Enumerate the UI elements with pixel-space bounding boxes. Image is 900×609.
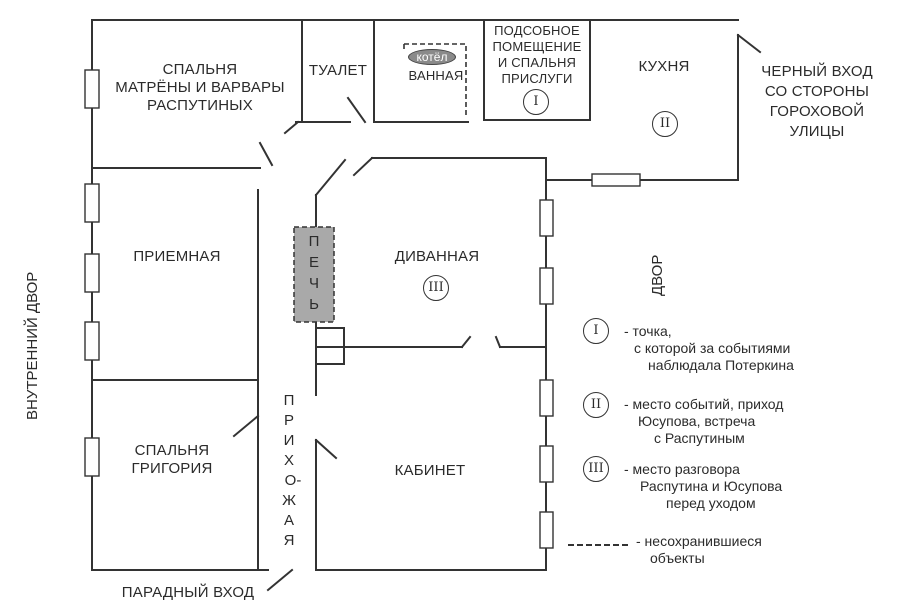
window — [539, 445, 554, 483]
label-line: ПРИСЛУГИ — [501, 71, 573, 86]
window — [539, 379, 554, 417]
legend-text: - точка, с которой за событиями наблюдал… — [624, 323, 794, 374]
legend-text: - несохранившиеся объекты — [636, 533, 762, 567]
window — [539, 267, 554, 305]
label-char: Я — [283, 532, 295, 549]
window — [84, 253, 100, 293]
room-label-sofa-room: ДИВАННАЯ — [394, 248, 480, 265]
label-char: И — [283, 432, 295, 449]
legend-line: Распутина и Юсупова — [640, 478, 783, 494]
window — [84, 437, 100, 477]
label-yard: ДВОР — [649, 254, 666, 296]
window — [539, 511, 554, 549]
wall-sofa-door2 — [460, 335, 472, 349]
legend-marker: II — [583, 392, 609, 418]
stove — [293, 226, 335, 323]
label-line: ЧЕРНЫЙ ВХОД — [761, 63, 873, 80]
room-label-reception: ПРИЕМНАЯ — [133, 248, 221, 265]
label-line: ГОРОХОВОЙ — [769, 103, 865, 120]
label-char: Ч — [309, 275, 319, 292]
wall-hall-door — [314, 438, 338, 460]
wall-sofa-door3 — [494, 335, 502, 349]
wall-toilet-door — [346, 96, 367, 124]
legend-marker: I — [583, 318, 609, 344]
legend-line: объекты — [650, 550, 705, 566]
label-line: СПАЛЬНЯ — [162, 61, 238, 78]
room-label-bathroom: ВАННАЯ — [408, 68, 464, 83]
room-label-kitchen: КУХНЯ — [638, 58, 690, 75]
marker-three: III — [423, 275, 449, 301]
legend-line: - место событий, приход — [624, 396, 784, 412]
label-line: И СПАЛЬНЯ — [497, 55, 577, 70]
label-char: П — [283, 392, 295, 409]
window — [84, 321, 100, 361]
wall-back-door — [736, 33, 762, 54]
legend-line: перед уходом — [666, 495, 756, 511]
window — [539, 199, 554, 237]
room-label-bedroom-matryona: СПАЛЬНЯ МАТРЁНЫ И ВАРВАРЫ РАСПУТИНЫХ — [102, 61, 298, 115]
legend-marker: III — [583, 456, 609, 482]
room-label-bedroom-grigory: СПАЛЬНЯ ГРИГОРИЯ — [104, 442, 240, 478]
label-char: Е — [308, 254, 319, 271]
wall-sofa-door — [352, 156, 374, 177]
wall-entrance-door — [266, 568, 294, 592]
window — [591, 173, 641, 187]
label-line: ПОМЕЩЕНИЕ — [492, 39, 582, 54]
marker-one: I — [523, 89, 549, 115]
wall-sofa-top — [371, 157, 547, 181]
window — [84, 183, 100, 223]
wall-bedroom-door — [258, 141, 274, 167]
legend-line: Юсупова, встреча — [638, 413, 756, 429]
room-label-back-entrance: ЧЕРНЫЙ ВХОД СО СТОРОНЫ ГОРОХОВОЙ УЛИЦЫ — [752, 62, 882, 142]
room-label-study: КАБИНЕТ — [394, 462, 466, 479]
legend-line: с которой за событиями — [634, 340, 791, 356]
legend-text: - место событий, приход Юсупова, встреча… — [624, 396, 783, 447]
boiler-icon: котёл — [408, 49, 456, 65]
legend-line: с Распутиным — [654, 430, 745, 446]
label-char: А — [283, 512, 294, 529]
label-front-entrance: ПАРАДНЫЙ ВХОД — [121, 584, 255, 601]
label-line: РАСПУТИНЫХ — [147, 97, 253, 114]
legend-line: - точка, — [624, 323, 672, 339]
legend-line: - несохранившиеся — [636, 533, 762, 549]
wall-corridor-door2 — [314, 158, 347, 197]
small-cabinet — [315, 327, 345, 365]
label-char: П — [308, 233, 320, 250]
room-label-utility: ПОДСОБНОЕ ПОМЕЩЕНИЕ И СПАЛЬНЯ ПРИСЛУГИ — [486, 23, 588, 87]
legend-line: - место разговора — [624, 461, 740, 477]
label-char: О- — [284, 472, 302, 489]
legend-text: - место разговора Распутина и Юсупова пе… — [624, 461, 782, 512]
label-char: Х — [283, 452, 294, 469]
bath-dashed-outline — [404, 43, 467, 116]
label-char: Ь — [309, 296, 319, 313]
label-inner-yard: ВНУТРЕННИЙ ДВОР — [24, 271, 41, 420]
room-label-toilet: ТУАЛЕТ — [308, 62, 368, 79]
label-line: СПАЛЬНЯ — [134, 442, 210, 459]
wall-grigory-door — [232, 414, 260, 438]
label-line: УЛИЦЫ — [789, 123, 845, 140]
legend-line: наблюдала Потеркина — [648, 357, 794, 373]
marker-two: II — [652, 111, 678, 137]
label-char: Ж — [282, 492, 296, 509]
wall-corridor-door — [283, 120, 300, 135]
label-line: ПОДСОБНОЕ — [494, 23, 580, 38]
label-line: СО СТОРОНЫ — [764, 83, 870, 100]
label-char: Р — [283, 412, 294, 429]
label-line: ГРИГОРИЯ — [131, 460, 213, 477]
label-line: МАТРЁНЫ И ВАРВАРЫ — [115, 79, 285, 96]
window — [84, 69, 100, 109]
